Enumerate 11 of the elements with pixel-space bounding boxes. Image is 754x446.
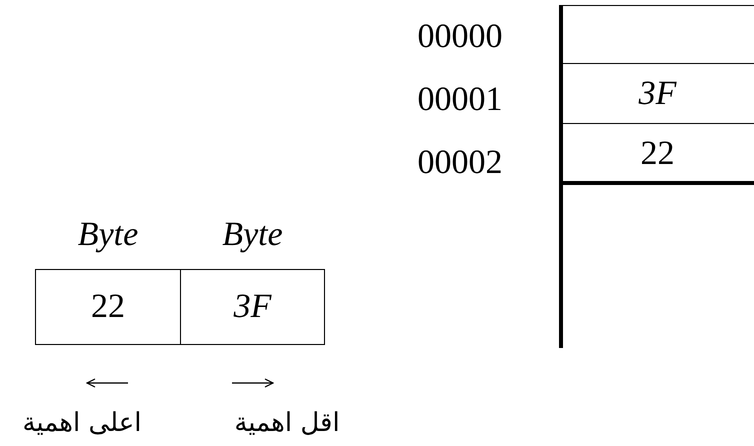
byte-label: Byte bbox=[78, 218, 138, 252]
byte-label: Byte bbox=[222, 218, 283, 252]
memory-cell: 3F bbox=[561, 63, 754, 124]
memory-cell: 22 bbox=[561, 123, 754, 184]
significance-label: اعلى اهمية bbox=[22, 410, 142, 436]
significance-label: اقل اهمية bbox=[234, 410, 340, 436]
byte-box: 3F bbox=[180, 269, 325, 345]
byte-box: 22 bbox=[35, 269, 181, 345]
address-label: 00002 bbox=[418, 146, 502, 180]
address-label: 00001 bbox=[418, 83, 502, 117]
address-label: 00000 bbox=[418, 20, 502, 54]
